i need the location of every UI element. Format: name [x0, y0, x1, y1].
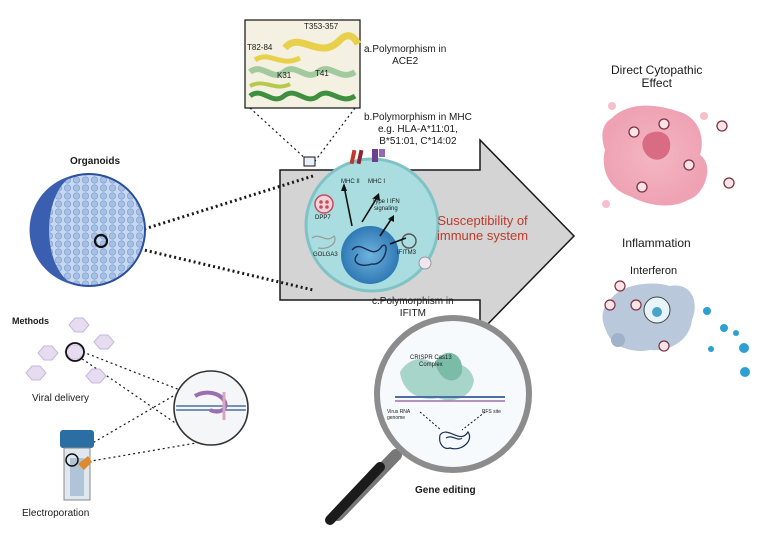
electroporation-cuvette [60, 430, 94, 501]
virus-rna-line1: Virus RNA [387, 409, 411, 415]
interferon-droplets [703, 307, 750, 377]
susceptibility-line2: immune system [437, 228, 529, 243]
type1-ifn-label: Type I IFN signaling [372, 199, 400, 213]
ifitm3-label: IFITM3 [397, 250, 416, 256]
mhc-polymorphism-line3: B*51:01, C*14:02 [379, 136, 457, 147]
ace2-polymorphism-line2: ACE2 [392, 56, 419, 67]
dna-insertion-zoom [173, 370, 249, 446]
type1-ifn-line2: signaling [374, 206, 398, 212]
cytopathic-cell [602, 102, 708, 208]
organoids-label: Organoids [70, 156, 121, 167]
ifitm-polymorphism-line2: IFITM [399, 308, 426, 319]
viral-delivery-particles [25, 317, 115, 384]
direct-cytopathic-line1: Direct Cytopathic [611, 63, 703, 77]
ace2-structure-label-t41: T41 [315, 69, 329, 78]
mhc-polymorphism-label: b.Polymorphism in MHC e.g. HLA-A*11:01, … [364, 112, 472, 148]
dpp7-label: DPP7 [315, 215, 331, 221]
inflammation-label: Inflammation [622, 236, 691, 250]
ifitm-polymorphism-line1: c.Polymorphism in [372, 296, 454, 307]
mhc-polymorphism-line1: b.Polymorphism in MHC [364, 112, 472, 123]
ace2-receptor-icon [303, 156, 316, 167]
virus-particles [628, 118, 735, 193]
crispr-complex-line2: Complex [419, 362, 443, 368]
ace2-zoom-lines [249, 107, 356, 162]
magnifier-glass [325, 315, 532, 525]
mhc-ii-label: MHC II [341, 179, 360, 185]
viral-delivery-label: Viral delivery [32, 393, 90, 404]
virus-rna-line2: genome [387, 415, 406, 421]
type1-ifn-line1: Type I IFN [372, 199, 400, 205]
ace2-polymorphism-line1: a.Polymorphism in [364, 44, 447, 55]
viral-delivery-focus-circle [65, 342, 85, 362]
organoid-sphere [29, 173, 146, 287]
ace2-structure-label-t353: T353-357 [304, 22, 339, 31]
ifitm-polymorphism-label: c.Polymorphism in IFITM [372, 296, 454, 320]
mhc-ii-receptor [349, 149, 364, 165]
susceptibility-line1: Susceptibility of [437, 213, 528, 228]
ace2-structure-image [244, 19, 362, 109]
virus-rna-label: Virus RNA genome [387, 409, 410, 421]
crispr-complex-line1: CRISPR Cas13 [410, 355, 452, 361]
electroporation-label: Electroporation [22, 508, 90, 519]
interferon-label: Interferon [630, 265, 678, 277]
ace2-structure-label-t82: T82-84 [247, 43, 273, 52]
gene-editing-label: Gene editing [415, 485, 476, 496]
ace2-polymorphism-label: a.Polymorphism in ACE2 [364, 44, 446, 68]
golga3-label: GOLGA3 [313, 252, 338, 258]
mhc-polymorphism-line2: e.g. HLA-A*11:01, [377, 124, 458, 135]
inflamed-cell-viruses [604, 280, 670, 352]
pfs-site-label: PFS site [482, 409, 501, 415]
direct-cytopathic-label: Direct Cytopathic Effect [611, 64, 702, 90]
virus-rna-illustration [439, 430, 471, 450]
mhc-i-receptor [372, 149, 385, 162]
methods-label: Methods [12, 316, 49, 326]
ace2-structure-label-k31: K31 [277, 71, 292, 80]
mhc-i-label: MHC I [368, 179, 385, 185]
inflamed-cell [602, 283, 695, 351]
crispr-complex-label: CRISPR Cas13 Complex [410, 355, 452, 369]
direct-cytopathic-line2: Effect [641, 76, 672, 90]
susceptibility-label: Susceptibility of immune system [437, 213, 528, 243]
